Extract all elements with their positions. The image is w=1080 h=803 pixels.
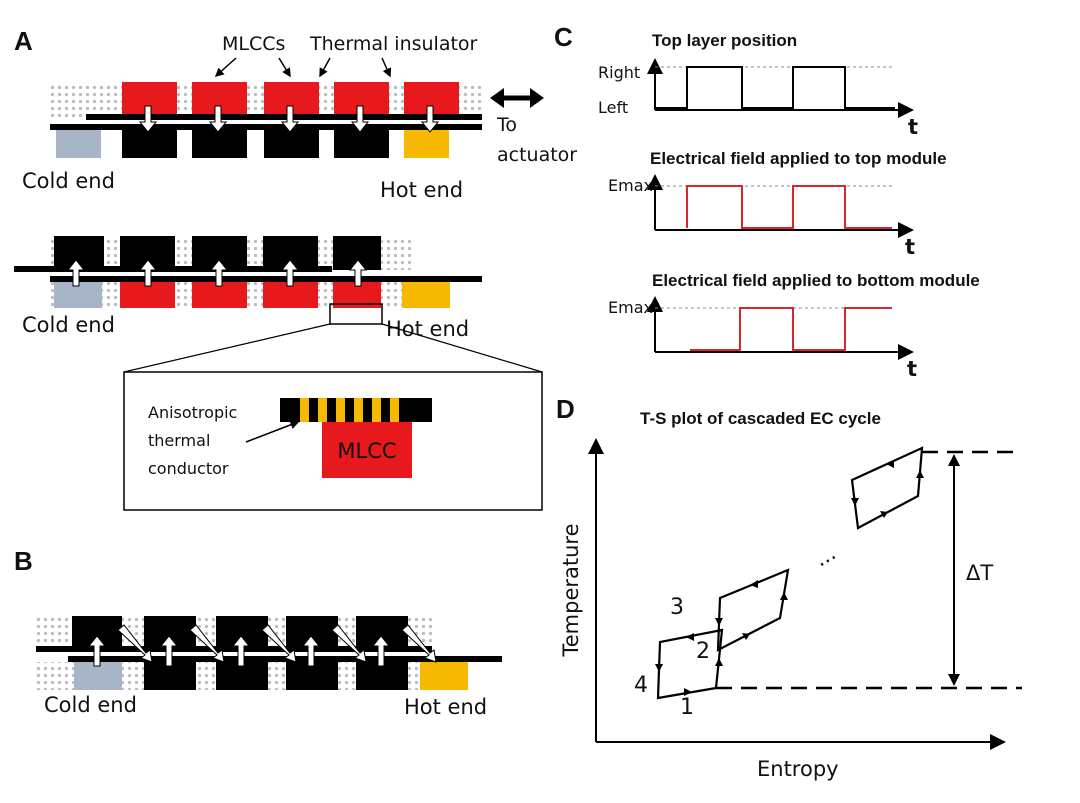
hot-block <box>404 130 449 158</box>
cold-end-label: Cold end <box>44 693 137 717</box>
delta-t-marker <box>716 450 1022 690</box>
zoom-callout <box>123 303 543 511</box>
plot-title-ts: T-S plot of cascaded EC cycle <box>640 409 881 428</box>
ellipsis: ··· <box>813 546 842 577</box>
axes-c1 <box>647 58 914 118</box>
actuator-label: actuator <box>497 144 577 166</box>
ts-arrowheads <box>655 460 924 696</box>
t-axis-label: t <box>907 357 917 381</box>
hot-block <box>402 282 450 308</box>
trace-position <box>655 66 895 109</box>
step-3: 3 <box>670 595 684 620</box>
emax-label: Emax <box>608 176 653 195</box>
plot-title-top-field: Electrical field applied to top module <box>650 149 947 168</box>
panel-label-b: B <box>14 546 33 576</box>
axes-c3 <box>647 296 914 360</box>
cold-block <box>56 130 101 158</box>
left-label: Left <box>598 98 628 117</box>
y-axis-label: Temperature <box>559 523 583 657</box>
step-2: 2 <box>696 639 710 664</box>
t-axis-label: t <box>905 235 915 259</box>
cold-block <box>74 662 122 690</box>
plot-title-position: Top layer position <box>652 31 797 50</box>
double-arrow-icon <box>490 88 544 108</box>
step-4: 4 <box>634 673 648 698</box>
axes-d <box>588 438 1006 750</box>
panel-label-d: D <box>556 394 575 424</box>
module-a-top <box>50 82 482 158</box>
panel-label-a: A <box>14 26 33 56</box>
t-axis-label: t <box>908 115 918 139</box>
inset-label-line2: thermal <box>148 431 210 450</box>
to-label: To <box>496 114 517 136</box>
plot-title-bottom-field: Electrical field applied to bottom modul… <box>652 271 980 290</box>
emax-label: Emax <box>608 298 653 317</box>
inset-conductor <box>280 398 432 478</box>
mlcc-red <box>322 422 412 478</box>
axes-c2 <box>647 174 914 238</box>
trace-bottom-field <box>690 307 892 351</box>
cold-end-label: Cold end <box>22 313 115 337</box>
inset-box <box>123 371 543 511</box>
hot-end-label: Hot end <box>380 178 463 202</box>
module-b <box>36 616 502 690</box>
module-a-bottom <box>14 236 482 308</box>
step-1: 1 <box>680 695 694 720</box>
delta-t-label: ΔT <box>966 561 993 585</box>
cold-end-label: Cold end <box>22 169 115 193</box>
thermal-insulator-label: Thermal insulator <box>309 33 478 55</box>
inset-label-line3: conductor <box>148 459 229 478</box>
inset-mlcc-label: MLCC <box>337 439 396 463</box>
mlccs-label: MLCCs <box>222 33 285 55</box>
hot-end-label: Hot end <box>404 695 487 719</box>
right-label: Right <box>598 63 640 82</box>
inset-pointer <box>245 420 300 443</box>
inset-label-line1: Anisotropic <box>148 403 237 422</box>
trace-top-field <box>686 185 892 229</box>
hot-block <box>420 662 468 690</box>
x-axis-label: Entropy <box>757 757 839 781</box>
label-pointers <box>214 57 392 78</box>
ts-cycles <box>656 446 924 700</box>
panel-label-c: C <box>554 22 573 52</box>
